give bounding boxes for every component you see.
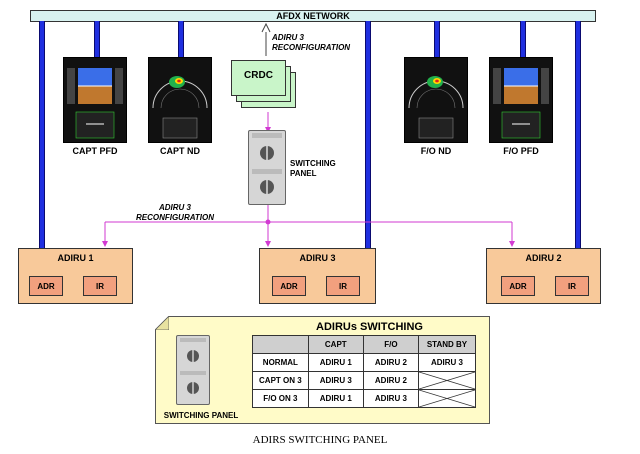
- rotary-knobs-icon: [252, 133, 282, 194]
- adiru1-ir: IR: [83, 276, 117, 296]
- table-cell: ADIRU 3: [362, 389, 419, 408]
- folded-corner-icon: [155, 316, 169, 330]
- table-cell: ADIRU 3: [307, 371, 364, 390]
- table-header: F/O: [362, 335, 419, 354]
- table-header: STAND BY: [417, 335, 477, 354]
- table-cell: ADIRU 1: [307, 353, 364, 372]
- table-cell: ADIRU 2: [362, 353, 419, 372]
- table-header-row: CAPT F/O STAND BY: [252, 335, 477, 354]
- fo-pfd-label: F/O PFD: [503, 146, 539, 156]
- pfd-screen-icon: [493, 68, 549, 139]
- table-header: [252, 335, 309, 354]
- switching-table: CAPT F/O STAND BY NORMAL ADIRU 1 ADIRU 2…: [252, 335, 477, 408]
- bus-adiru2: [575, 21, 581, 249]
- rotary-knobs-icon: [180, 338, 206, 394]
- table-cell: ADIRU 2: [362, 371, 419, 390]
- capt-pfd-display: [63, 57, 127, 143]
- table-header: CAPT: [307, 335, 364, 354]
- table-row: F/O ON 3 ADIRU 1 ADIRU 3: [252, 389, 477, 408]
- fo-pfd-display: [489, 57, 553, 143]
- switching-panel-mini-label: SWITCHING PANEL: [163, 411, 239, 420]
- table-row: CAPT ON 3 ADIRU 3 ADIRU 2: [252, 371, 477, 390]
- adiru3-adr: ADR: [272, 276, 306, 296]
- bus-fo-pfd: [520, 21, 526, 57]
- adiru3-ir: IR: [326, 276, 360, 296]
- table-row: NORMAL ADIRU 1 ADIRU 2 ADIRU 3: [252, 353, 477, 372]
- adiru3-title: ADIRU 3: [299, 253, 336, 263]
- switching-panel: [248, 130, 286, 205]
- bus-fo-nd: [434, 21, 440, 57]
- switching-note-box: ADIRUs SWITCHING SWITCHING PANEL CAPT F/…: [155, 316, 490, 424]
- table-cell: F/O ON 3: [252, 389, 309, 408]
- adiru2-title: ADIRU 2: [525, 253, 562, 263]
- switching-panel-label: SWITCHING PANEL: [290, 159, 336, 178]
- table-cell: CAPT ON 3: [252, 371, 309, 390]
- bus-capt-pfd: [94, 21, 100, 57]
- cross-out-icon: [418, 390, 475, 407]
- adiru1-title: ADIRU 1: [57, 253, 94, 263]
- bus-capt-nd: [178, 21, 184, 57]
- adiru2-ir: IR: [555, 276, 589, 296]
- bus-adiru1: [39, 21, 45, 249]
- capt-pfd-label: CAPT PFD: [72, 146, 118, 156]
- switching-panel-mini: [176, 335, 210, 405]
- fo-nd-display: [404, 57, 468, 143]
- reconfig-label-top: ADIRU 3 RECONFIGURATION: [272, 33, 351, 52]
- crdc-label: CRDC: [244, 70, 273, 81]
- adiru2-adr: ADR: [501, 276, 535, 296]
- crossed-cell: [417, 389, 477, 408]
- pfd-screen-icon: [67, 68, 123, 139]
- crdc-box: CRDC: [231, 60, 286, 96]
- adiru3-box: ADIRU 3 ADR IR: [259, 248, 376, 304]
- table-cell: ADIRU 1: [307, 389, 364, 408]
- table-cell: NORMAL: [252, 353, 309, 372]
- capt-nd-display: [148, 57, 212, 143]
- fo-nd-label: F/O ND: [420, 146, 452, 156]
- switching-title: ADIRUs SWITCHING: [316, 321, 423, 333]
- adiru2-box: ADIRU 2 ADR IR: [486, 248, 601, 304]
- adiru1-box: ADIRU 1 ADR IR: [18, 248, 133, 304]
- bus-adiru3: [365, 21, 371, 249]
- capt-nd-label: CAPT ND: [160, 146, 200, 156]
- reconfig-label-mid: ADIRU 3 RECONFIGURATION: [135, 203, 215, 222]
- nd-screen-icon: [408, 76, 464, 139]
- cross-out-icon: [418, 372, 475, 389]
- table-cell: ADIRU 3: [417, 353, 477, 372]
- afdx-network-bus: AFDX NETWORK: [30, 10, 596, 22]
- nd-screen-icon: [152, 76, 208, 139]
- figure-caption: ADIRS SWITCHING PANEL: [252, 434, 388, 446]
- adiru1-adr: ADR: [29, 276, 63, 296]
- crossed-cell: [417, 371, 477, 390]
